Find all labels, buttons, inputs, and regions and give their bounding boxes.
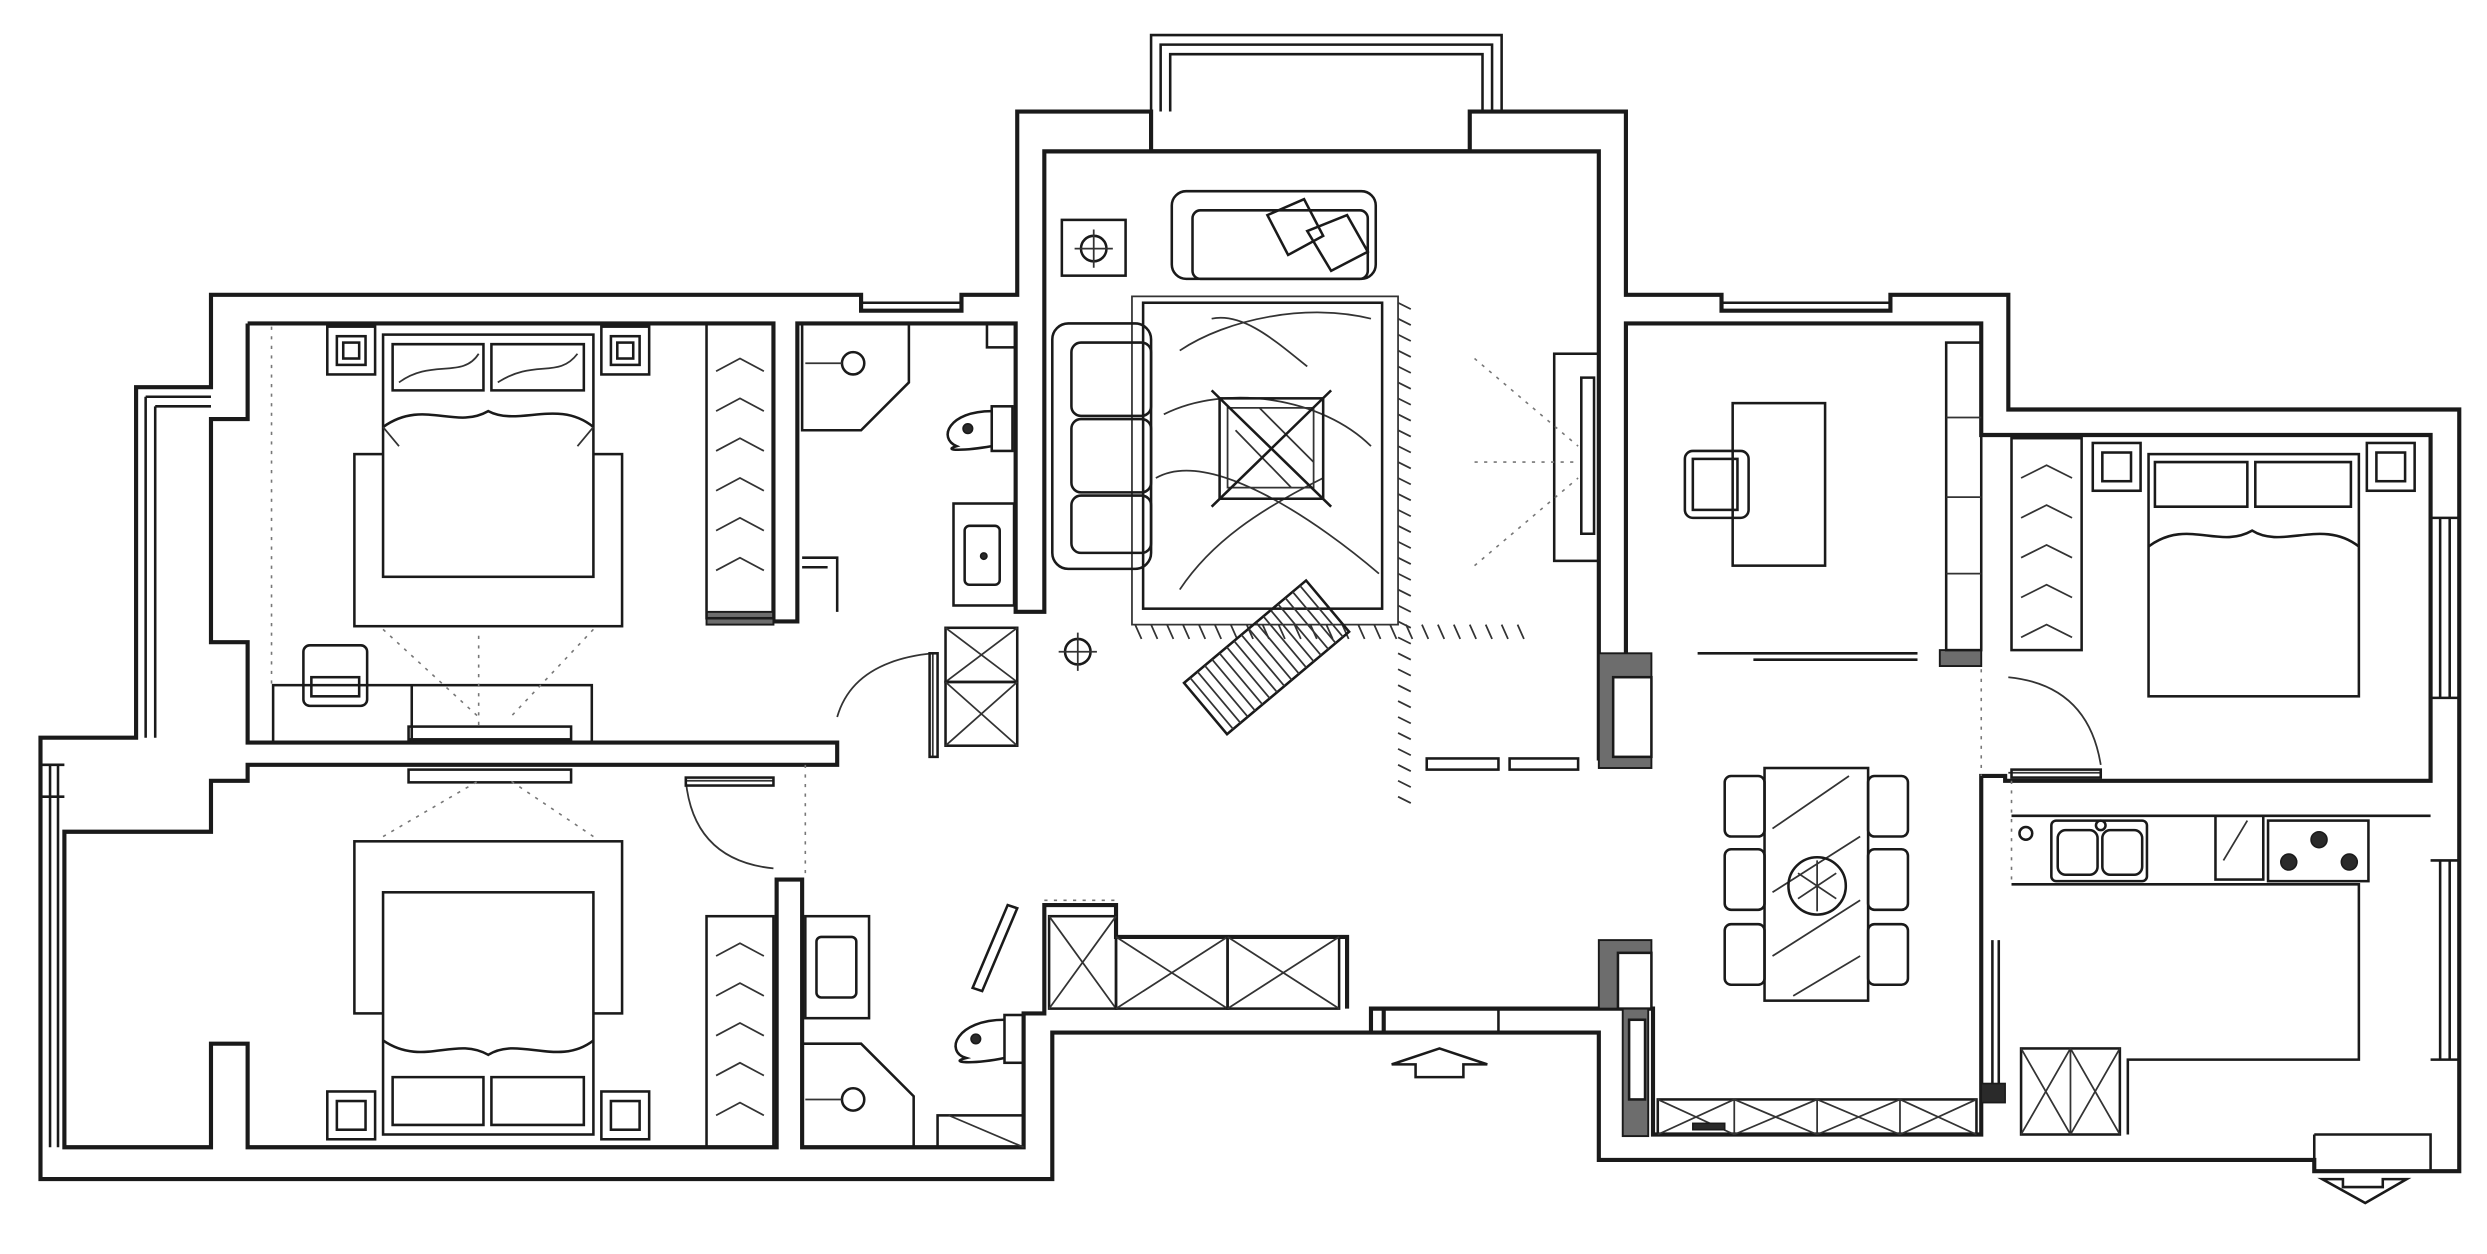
nightstand-lamp-icon <box>326 1090 651 1141</box>
nightstand-lamp-icon <box>326 325 651 376</box>
double-bed <box>381 891 595 1136</box>
sideboard <box>1656 1098 1978 1136</box>
study <box>1683 341 1983 661</box>
dining-room <box>1656 766 2001 1136</box>
dining-table <box>1763 766 1870 1002</box>
wardrobe <box>2010 436 2083 652</box>
desk <box>271 644 594 744</box>
desk <box>1731 401 1827 567</box>
toilet-icon <box>946 405 1014 453</box>
exterior-walls <box>38 33 2462 1182</box>
dining-chairs <box>1723 774 1910 986</box>
tv-cabinet <box>1552 352 1601 563</box>
master-bedroom <box>270 322 775 784</box>
bathroom-top <box>800 322 1017 759</box>
wardrobe <box>705 322 775 620</box>
lounge-chair <box>1182 578 1351 736</box>
double-sink-icon <box>2018 819 2149 883</box>
bedroom-right <box>2008 436 2416 779</box>
fridge <box>2019 1047 2122 1136</box>
down-arrow-icon <box>2317 1177 2412 1205</box>
sink-icon <box>804 914 871 1020</box>
sofa <box>1051 322 1153 571</box>
up-arrow-icon <box>1391 1047 1488 1079</box>
double-bed <box>2147 452 2361 698</box>
bathroom-bottom <box>800 903 1025 1149</box>
tv-icon <box>407 725 573 784</box>
door-guides <box>804 669 2013 902</box>
entry-cabinet <box>1047 914 1341 1010</box>
shower-icon <box>805 350 866 376</box>
wardrobe <box>705 914 775 1149</box>
bookshelf <box>1944 341 1983 652</box>
shower-icon <box>805 1087 866 1112</box>
stove-icon <box>2266 819 2370 883</box>
structural-columns <box>705 610 2006 1138</box>
bedroom-left-bottom <box>326 776 775 1149</box>
living-room <box>944 189 1601 1079</box>
sink-icon <box>952 502 1016 607</box>
armchair <box>1170 189 1378 281</box>
side-table <box>1060 218 1127 277</box>
double-bed <box>381 333 595 579</box>
nightstand-lamp-icon <box>2091 441 2416 493</box>
chair <box>1683 449 1750 520</box>
toilet-icon <box>954 1013 1025 1065</box>
kitchen <box>2011 814 2431 1205</box>
coffee-table <box>1218 397 1325 501</box>
rug <box>1141 301 1384 610</box>
lamp-icon <box>1058 229 1113 671</box>
hall-cabinet <box>944 626 1019 747</box>
